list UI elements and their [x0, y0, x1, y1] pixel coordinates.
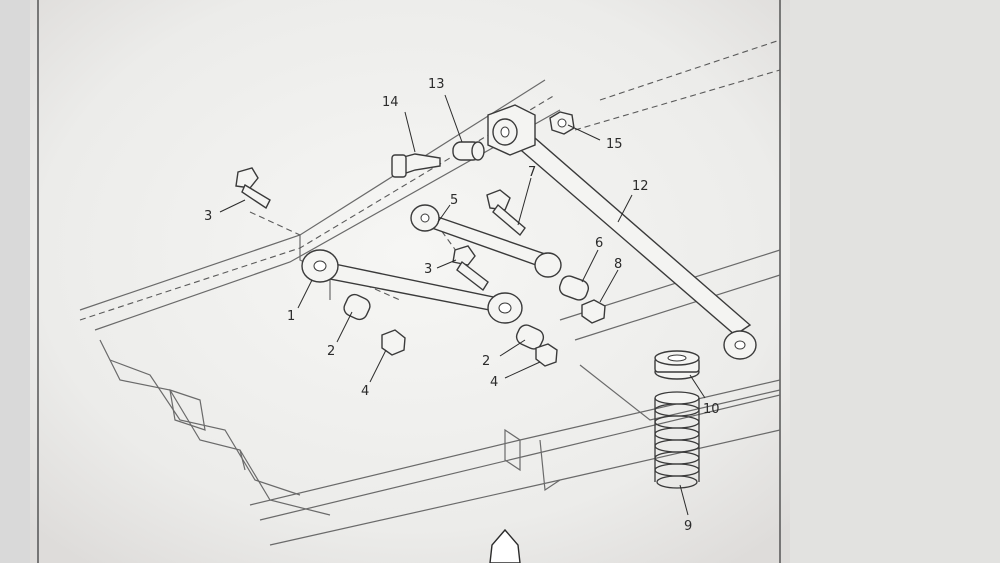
callout-14: 14 — [382, 95, 399, 110]
bolt-14 — [391, 153, 441, 178]
nut-8 — [581, 299, 606, 324]
leader-lines — [219, 94, 706, 516]
callout-9: 9 — [684, 519, 692, 534]
spring-seat-10 — [654, 350, 700, 380]
bushing-2-left — [343, 293, 371, 321]
arm-5 — [410, 204, 562, 278]
callout-12: 12 — [632, 179, 649, 194]
callout-15: 15 — [606, 137, 623, 152]
callout-6: 6 — [595, 236, 603, 251]
callout-5: 5 — [450, 193, 458, 208]
nut-4-right — [535, 343, 558, 367]
bushing-2-right — [515, 324, 545, 350]
direction-arrow-icon — [489, 528, 521, 563]
right-margin — [790, 0, 1000, 563]
callout-7: 7 — [528, 165, 536, 180]
callout-labels: 3 1 2 4 5 3 2 4 7 6 8 12 14 13 15 10 9 — [204, 77, 720, 534]
callout-3-top: 3 — [204, 209, 212, 224]
callout-4-left: 4 — [361, 384, 369, 399]
bushing-6 — [558, 275, 590, 301]
bushing-13 — [452, 141, 485, 161]
arm-1 — [301, 249, 523, 324]
nut-4-left — [381, 329, 406, 356]
callout-2-right: 2 — [482, 354, 490, 369]
callout-3-mid: 3 — [424, 262, 432, 277]
bracket — [487, 104, 536, 156]
coil-spring-9 — [654, 391, 700, 489]
callout-8: 8 — [614, 257, 622, 272]
callout-4-right: 4 — [490, 375, 498, 390]
callout-10: 10 — [703, 402, 720, 417]
callout-13: 13 — [428, 77, 445, 92]
nut-15 — [549, 111, 575, 135]
bolt-3-mid — [452, 245, 489, 292]
bolt-7 — [486, 189, 526, 237]
callout-2-left: 2 — [327, 344, 335, 359]
bolt-3-top — [235, 167, 271, 210]
callout-1: 1 — [287, 309, 295, 324]
